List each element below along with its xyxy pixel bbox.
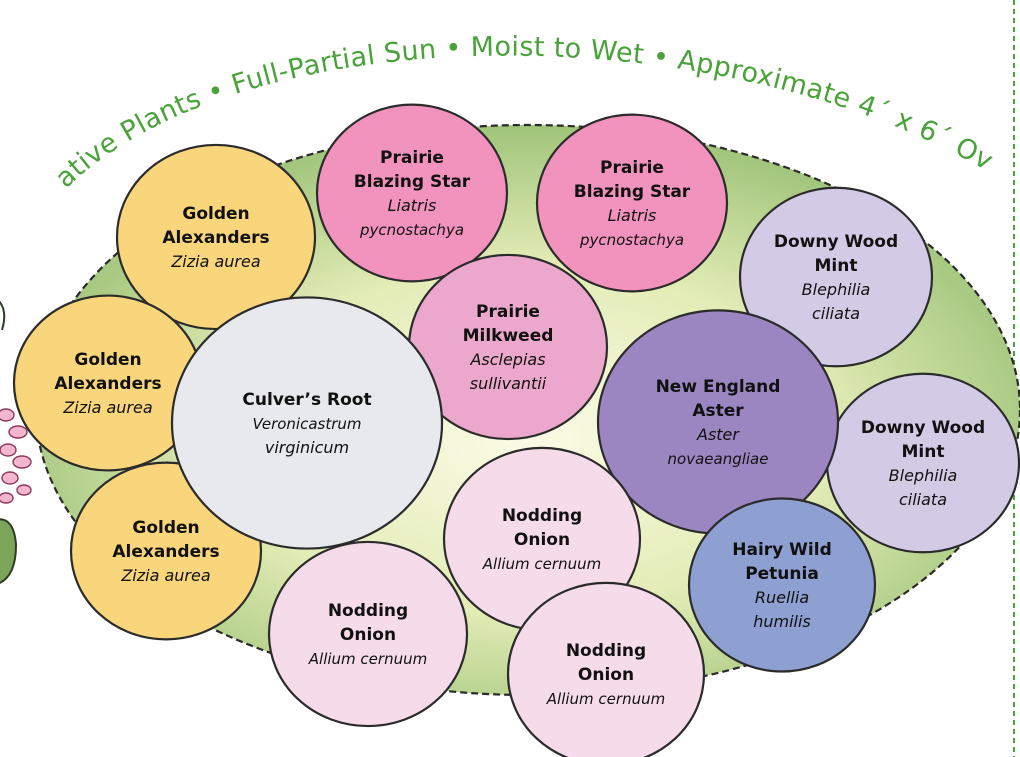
plant-common-name: Golden: [74, 350, 141, 370]
plant-common-name: Prairie: [600, 158, 664, 178]
plant-latin-name: sullivantii: [470, 374, 547, 393]
plant-latin-name: Blephilia: [889, 466, 958, 485]
plant-common-name: Blazing Star: [354, 172, 471, 192]
plant-common-name: Prairie: [380, 148, 444, 168]
plant-latin-name: Liatris: [608, 206, 657, 225]
plant-common-name: Mint: [902, 442, 945, 462]
plant-common-name: Alexanders: [112, 542, 219, 562]
plant-common-name: Nodding: [566, 641, 646, 661]
plant-common-name: Mint: [815, 256, 858, 276]
plant-latin-name: Asclepias: [469, 350, 545, 369]
plant-circle: [689, 499, 875, 672]
plant-common-name: Onion: [514, 530, 570, 550]
plant-circle: [317, 105, 507, 282]
plant-common-name: Downy Wood: [861, 418, 985, 438]
plant-common-name: Onion: [340, 625, 396, 645]
plant-latin-name: novaeangliae: [668, 450, 769, 468]
plant-latin-name: Zizia aurea: [62, 398, 152, 417]
plant-common-name: Golden: [132, 518, 199, 538]
plant-common-name: Culver’s Root: [242, 390, 371, 410]
plant-common-name: Onion: [578, 665, 634, 685]
plant-common-name: Milkweed: [463, 326, 554, 346]
plant-common-name: Downy Wood: [774, 232, 898, 252]
plant-latin-name: Allium cernuum: [546, 690, 665, 708]
plant-circle: [537, 115, 727, 292]
plant-common-name: Aster: [692, 401, 744, 421]
plant-common-name: Petunia: [745, 564, 819, 584]
plant-latin-name: humilis: [753, 612, 811, 631]
plant-latin-name: Allium cernuum: [308, 650, 427, 668]
plant-common-name: Blazing Star: [574, 182, 691, 202]
plant-common-name: Nodding: [502, 506, 582, 526]
plant-latin-name: Blephilia: [802, 280, 871, 299]
plant-latin-name: pycnostachya: [359, 221, 464, 239]
plant-latin-name: Zizia aurea: [120, 566, 210, 585]
plant-latin-name: Zizia aurea: [170, 252, 260, 271]
plant-latin-name: ciliata: [812, 304, 860, 323]
plant-latin-name: Aster: [696, 425, 740, 444]
plant-common-name: Prairie: [476, 302, 540, 322]
plant-latin-name: virginicum: [265, 438, 349, 457]
plant-common-name: Nodding: [328, 601, 408, 621]
plant-circle: [827, 374, 1019, 553]
plant-common-name: Hairy Wild: [732, 540, 832, 560]
plant-latin-name: pycnostachya: [579, 231, 684, 249]
plant-common-name: New England: [656, 377, 781, 397]
plant-latin-name: Veronicastrum: [252, 415, 361, 433]
plant-latin-name: Allium cernuum: [482, 555, 601, 573]
plant-common-name: Alexanders: [54, 374, 161, 394]
plant-common-name: Golden: [182, 204, 249, 224]
plant-common-name: Alexanders: [162, 228, 269, 248]
plant-latin-name: ciliata: [899, 490, 947, 509]
plant-latin-name: Liatris: [388, 196, 437, 215]
plant-latin-name: Ruellia: [755, 588, 809, 607]
